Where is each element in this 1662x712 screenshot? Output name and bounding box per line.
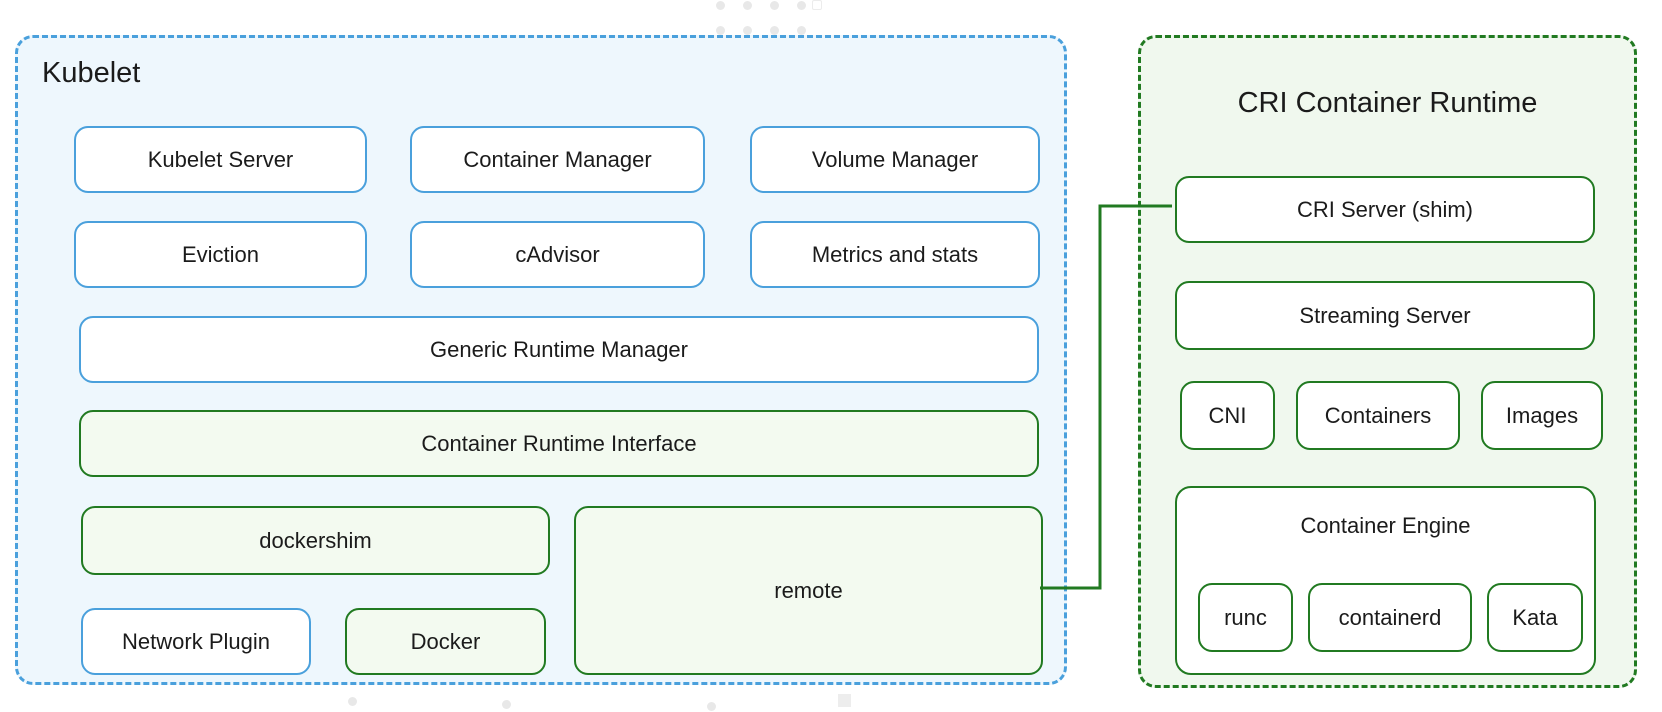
background-square-icon	[812, 0, 822, 10]
background-dot	[743, 26, 752, 35]
background-dot	[502, 700, 511, 709]
container-engine-label: Container Engine	[1300, 513, 1471, 538]
box-kubelet-server: Kubelet Server	[74, 126, 367, 193]
background-dot	[770, 1, 779, 10]
box-containers: Containers	[1296, 381, 1460, 450]
background-dot	[348, 697, 357, 706]
box-volume-manager: Volume Manager	[750, 126, 1040, 193]
box-remote: remote	[574, 506, 1043, 675]
background-dot	[716, 26, 725, 35]
kubelet-group: Kubelet Kubelet Server Container Manager…	[15, 35, 1067, 685]
background-dot	[716, 1, 725, 10]
box-dockershim: dockershim	[81, 506, 550, 575]
background-dot	[770, 26, 779, 35]
box-network-plugin: Network Plugin	[81, 608, 311, 675]
kubelet-title: Kubelet	[42, 57, 141, 89]
background-dot	[743, 1, 752, 10]
cri-container-runtime-group: CRI Container Runtime CRI Server (shim) …	[1138, 35, 1637, 688]
box-runc: runc	[1198, 583, 1293, 652]
box-streaming-server: Streaming Server	[1175, 281, 1595, 350]
background-dot	[707, 702, 716, 711]
background-dot	[797, 26, 806, 35]
box-container-manager: Container Manager	[410, 126, 705, 193]
box-eviction: Eviction	[74, 221, 367, 288]
box-metrics-and-stats: Metrics and stats	[750, 221, 1040, 288]
box-container-runtime-interface: Container Runtime Interface	[79, 410, 1039, 477]
box-generic-runtime-manager: Generic Runtime Manager	[79, 316, 1039, 383]
box-docker: Docker	[345, 608, 546, 675]
box-images: Images	[1481, 381, 1603, 450]
box-cni: CNI	[1180, 381, 1275, 450]
box-containerd: containerd	[1308, 583, 1472, 652]
cri-container-runtime-title: CRI Container Runtime	[1237, 87, 1538, 119]
box-cri-server-shim: CRI Server (shim)	[1175, 176, 1595, 243]
background-square-icon	[838, 694, 851, 707]
box-cadvisor: cAdvisor	[410, 221, 705, 288]
background-dot	[797, 1, 806, 10]
box-kata: Kata	[1487, 583, 1583, 652]
box-container-engine: Container Engine runc containerd Kata	[1175, 486, 1596, 675]
